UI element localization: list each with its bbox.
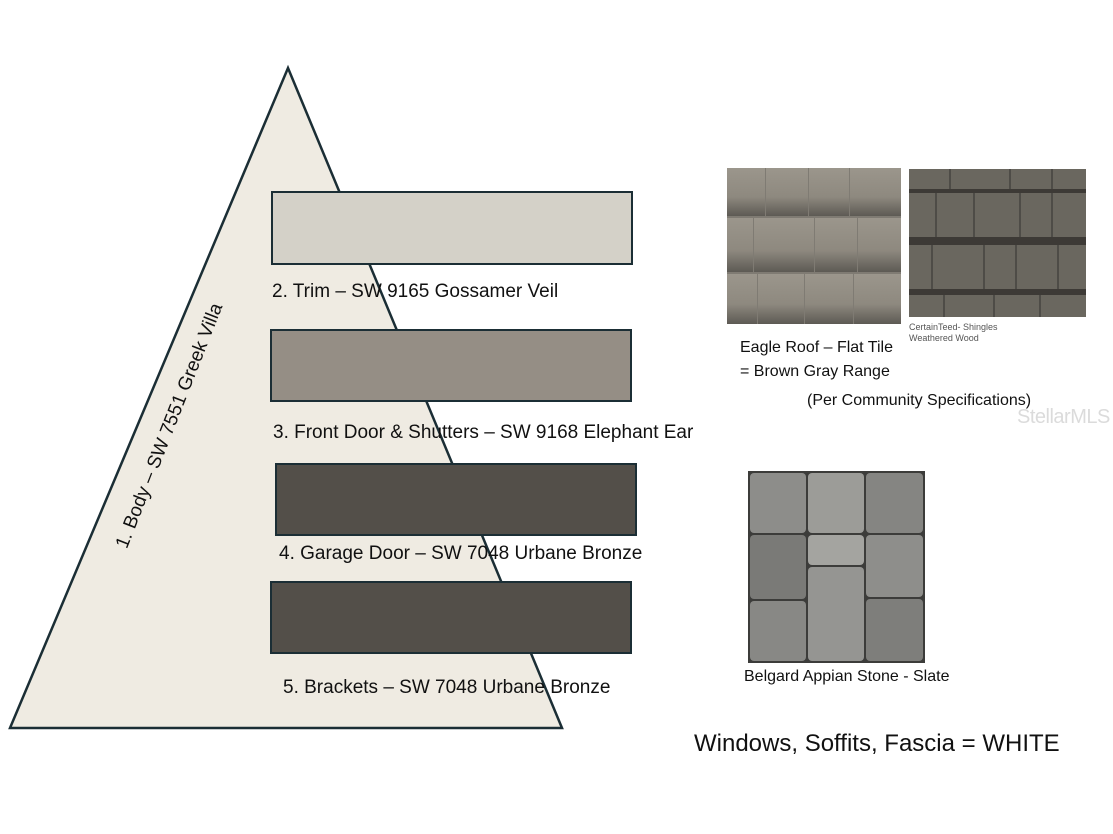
watermark: StellarMLS	[1017, 406, 1110, 428]
shingle-caption-line1: CertainTeed- Shingles	[909, 322, 998, 332]
trim-label: 2. Trim – SW 9165 Gossamer Veil	[272, 281, 559, 302]
front-door-shutters-label: 3. Front Door & Shutters – SW 9168 Eleph…	[273, 422, 694, 443]
front-door-shutters-swatch	[270, 329, 632, 402]
trim-swatch	[271, 191, 633, 265]
brackets-label: 5. Brackets – SW 7048 Urbane Bronze	[283, 677, 611, 698]
tile-roof-label-line2: = Brown Gray Range	[740, 363, 890, 380]
trim-white-note: Windows, Soffits, Fascia = WHITE	[694, 730, 1060, 757]
brackets-swatch	[270, 581, 632, 654]
garage-door-swatch	[275, 463, 637, 536]
paver-stone-image	[748, 471, 925, 663]
shingle-caption-line2: Weathered Wood	[909, 333, 979, 343]
community-specs-note: (Per Community Specifications)	[807, 392, 1032, 409]
tile-roof-label-line1: Eagle Roof – Flat Tile	[740, 339, 893, 356]
paver-label: Belgard Appian Stone - Slate	[744, 668, 950, 685]
shingle-roof-image	[909, 169, 1086, 317]
garage-door-label: 4. Garage Door – SW 7048 Urbane Bronze	[279, 543, 643, 564]
flat-tile-roof-image	[727, 168, 901, 324]
